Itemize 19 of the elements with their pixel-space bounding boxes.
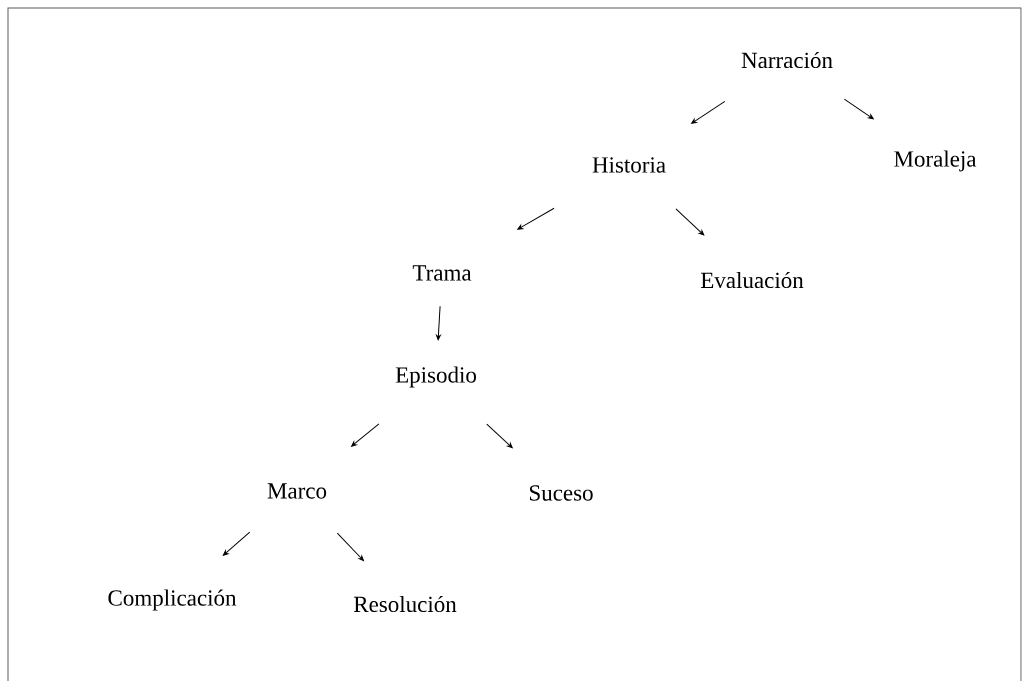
node-label: Trama	[412, 265, 472, 281]
node-label: Complicación	[108, 589, 237, 611]
node-label: Historia	[592, 157, 666, 173]
node-label: Moraleja	[894, 150, 977, 172]
arrow	[517, 207, 555, 230]
node-label: Episodio	[395, 366, 477, 388]
node-label: Marco	[267, 483, 327, 499]
arrow	[436, 305, 441, 341]
node-label: Suceso	[529, 485, 593, 501]
node-label: Evaluación	[700, 271, 804, 289]
arrow	[691, 100, 726, 124]
arrow	[336, 532, 364, 561]
node-label: Resolución	[353, 595, 457, 613]
arrow	[222, 531, 251, 556]
node-label: Narración	[741, 51, 833, 69]
arrow	[351, 423, 380, 447]
arrow	[843, 98, 874, 120]
arrow	[486, 423, 513, 449]
arrow	[675, 208, 705, 236]
